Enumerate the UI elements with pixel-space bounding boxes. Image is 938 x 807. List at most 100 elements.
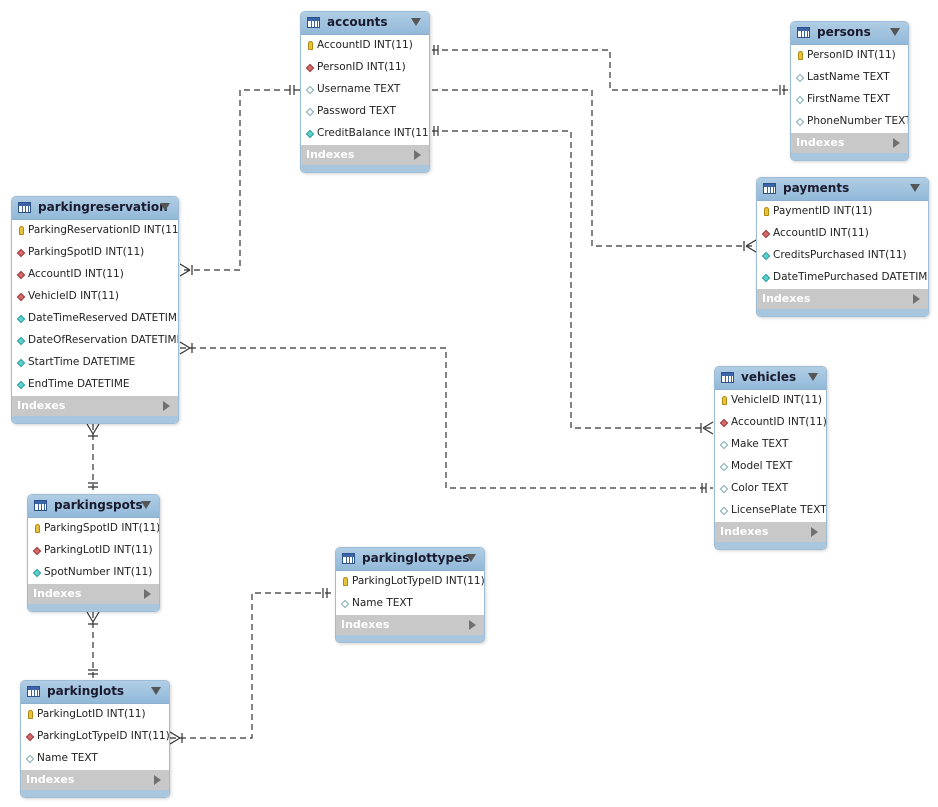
collapse-arrow-icon[interactable] [890,28,900,36]
collapse-arrow-icon[interactable] [411,18,421,26]
table-header[interactable]: accounts [301,12,429,35]
table-icon [763,183,776,194]
table-footer [12,416,178,423]
table-header[interactable]: parkinglottypes [336,548,484,571]
column-row[interactable]: PersonID INT(11) [791,45,908,67]
column-text: ParkingReservationID INT(11) [28,224,179,236]
table-payments[interactable]: payments PaymentID INT(11)AccountID INT(… [756,177,929,317]
table-icon [797,27,810,38]
column-icon [25,754,35,764]
expand-arrow-icon[interactable] [414,150,421,160]
column-text: LicensePlate TEXT [731,504,827,516]
column-row[interactable]: PaymentID INT(11) [757,201,928,223]
one-mark-vehicles-res [701,483,707,493]
table-icon [342,553,355,564]
table-footer [715,542,826,549]
column-row[interactable]: ParkingLotID INT(11) [28,540,159,562]
indexes-label: Indexes [26,773,75,786]
column-text: DateTimePurchased DATETIME [773,271,929,283]
column-row[interactable]: ParkingLotID INT(11) [21,704,169,726]
table-parkinglots[interactable]: parkinglots ParkingLotID INT(11)ParkingL… [20,680,170,798]
table-parkinglottypes[interactable]: parkinglottypes ParkingLotTypeID INT(11)… [335,547,485,643]
column-row[interactable]: ParkingReservationID INT(11) [12,220,178,242]
indexes-section[interactable]: Indexes [12,396,178,416]
table-header[interactable]: parkingreservation [12,197,178,220]
table-header[interactable]: persons [791,22,908,45]
column-row[interactable]: VehicleID INT(11) [12,286,178,308]
rel-accounts-vehicles [432,130,713,429]
foreign-key-icon [16,270,26,280]
column-row[interactable]: LicensePlate TEXT [715,500,826,522]
column-row[interactable]: Name TEXT [336,593,484,615]
one-mark-parkinglots [88,669,98,675]
not-null-column-icon [16,358,26,368]
column-icon [719,484,729,494]
table-header[interactable]: parkinglots [21,681,169,704]
table-header[interactable]: payments [757,178,928,201]
column-row[interactable]: AccountID INT(11) [757,223,928,245]
collapse-arrow-icon[interactable] [466,554,476,562]
column-row[interactable]: AccountID INT(11) [301,35,429,57]
column-row[interactable]: VehicleID INT(11) [715,390,826,412]
expand-arrow-icon[interactable] [163,401,170,411]
column-row[interactable]: StartTime DATETIME [12,352,178,374]
indexes-section[interactable]: Indexes [21,770,169,790]
column-row[interactable]: EndTime DATETIME [12,374,178,396]
table-icon [34,500,47,511]
indexes-section[interactable]: Indexes [715,522,826,542]
table-header[interactable]: parkingspots [28,495,159,518]
indexes-label: Indexes [33,587,82,600]
column-row[interactable]: SpotNumber INT(11) [28,562,159,584]
column-row[interactable]: AccountID INT(11) [12,264,178,286]
expand-arrow-icon[interactable] [811,527,818,537]
column-row[interactable]: CreditBalance INT(11) [301,123,429,145]
column-row[interactable]: DateTimeReserved DATETIME [12,308,178,330]
column-row[interactable]: Color TEXT [715,478,826,500]
column-row[interactable]: ParkingLotTypeID INT(11) [336,571,484,593]
column-row[interactable]: CreditsPurchased INT(11) [757,245,928,267]
indexes-section[interactable]: Indexes [791,133,908,153]
collapse-arrow-icon[interactable] [151,687,161,695]
collapse-arrow-icon[interactable] [141,501,151,509]
column-row[interactable]: ParkingSpotID INT(11) [28,518,159,540]
expand-arrow-icon[interactable] [469,620,476,630]
primary-key-icon [798,51,803,60]
indexes-section[interactable]: Indexes [301,145,429,165]
column-row[interactable]: AccountID INT(11) [715,412,826,434]
collapse-arrow-icon[interactable] [910,184,920,192]
expand-arrow-icon[interactable] [893,138,900,148]
table-accounts[interactable]: accounts AccountID INT(11)PersonID INT(1… [300,11,430,173]
indexes-section[interactable]: Indexes [336,615,484,635]
expand-arrow-icon[interactable] [144,589,151,599]
expand-arrow-icon[interactable] [154,775,161,785]
column-row[interactable]: Username TEXT [301,79,429,101]
column-row[interactable]: PhoneNumber TEXT [791,111,908,133]
column-row[interactable]: DateTimePurchased DATETIME [757,267,928,289]
indexes-section[interactable]: Indexes [757,289,928,309]
column-icon [340,599,350,609]
column-row[interactable]: Make TEXT [715,434,826,456]
column-row[interactable]: DateOfReservation DATETIME [12,330,178,352]
column-row[interactable]: FirstName TEXT [791,89,908,111]
table-icon [307,17,320,28]
column-row[interactable]: Password TEXT [301,101,429,123]
column-row[interactable]: Model TEXT [715,456,826,478]
one-mark-accounts-persons-left [433,45,439,55]
column-row[interactable]: LastName TEXT [791,67,908,89]
column-icon [719,506,729,516]
column-row[interactable]: Name TEXT [21,748,169,770]
table-header[interactable]: vehicles [715,367,826,390]
table-parkingspots[interactable]: parkingspots ParkingSpotID INT(11)Parkin… [27,494,160,612]
column-row[interactable]: PersonID INT(11) [301,57,429,79]
indexes-section[interactable]: Indexes [28,584,159,604]
collapse-arrow-icon[interactable] [808,373,818,381]
column-row[interactable]: ParkingLotTypeID INT(11) [21,726,169,748]
foreign-key-icon [16,292,26,302]
rel-accounts-persons [432,49,788,91]
expand-arrow-icon[interactable] [913,294,920,304]
column-row[interactable]: ParkingSpotID INT(11) [12,242,178,264]
collapse-arrow-icon[interactable] [160,203,170,211]
table-parkingreservation[interactable]: parkingreservation ParkingReservationID … [11,196,179,424]
table-vehicles[interactable]: vehicles VehicleID INT(11)AccountID INT(… [714,366,827,550]
